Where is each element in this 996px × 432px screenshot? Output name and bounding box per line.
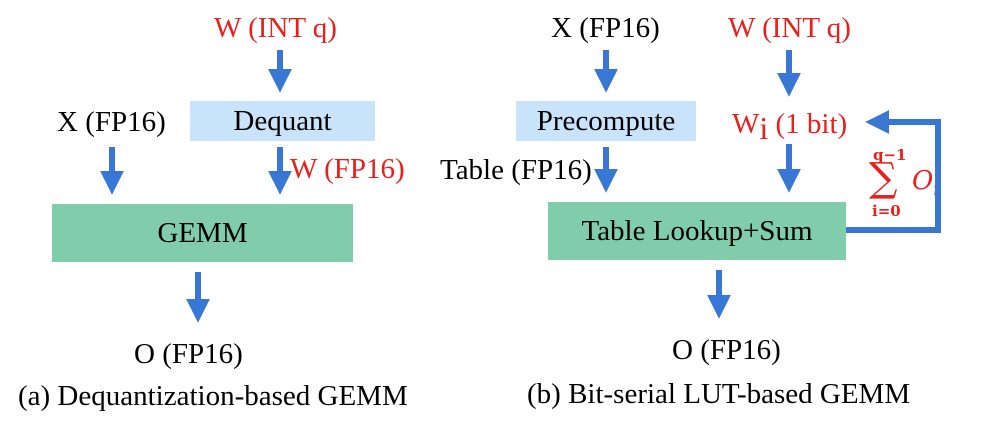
sum-upper-limit: q−1 <box>873 146 907 164</box>
summation-formula: q−1 ∑ i=0 Oi <box>868 146 948 226</box>
wi-base: W <box>732 108 760 140</box>
precompute-label: Precompute <box>536 104 676 137</box>
right-w-int-label: W (INT q) <box>728 12 851 44</box>
dequant-label: Dequant <box>233 104 332 137</box>
table-lookup-sum-label: Table Lookup+Sum <box>581 214 813 247</box>
table-fp16-label: Table (FP16) <box>440 154 592 186</box>
left-w-fp16-label: W (FP16) <box>290 153 405 185</box>
dequant-box: Dequant <box>190 101 375 141</box>
left-x-fp16-label: X (FP16) <box>57 106 166 138</box>
left-caption: (a) Dequantization-based GEMM <box>18 380 408 412</box>
wi-rest: (1 bit) <box>768 108 848 140</box>
arrow-feedback-loop <box>846 110 941 233</box>
sum-term-base: O <box>912 166 934 196</box>
right-x-fp16-label: X (FP16) <box>551 12 660 44</box>
right-o-fp16-label: O (FP16) <box>672 334 781 366</box>
gemm-label: GEMM <box>157 216 248 249</box>
sum-lower-limit: i=0 <box>872 202 901 220</box>
sum-sigma-icon: ∑ <box>869 155 898 201</box>
wi-subscript: i <box>759 110 769 146</box>
left-o-fp16-label: O (FP16) <box>134 338 243 370</box>
right-caption: (b) Bit-serial LUT-based GEMM <box>527 378 911 410</box>
left-w-int-label: W (INT q) <box>214 12 337 44</box>
gemm-box: GEMM <box>52 204 353 262</box>
precompute-box: Precompute <box>516 101 696 141</box>
table-lookup-sum-box: Table Lookup+Sum <box>548 202 846 260</box>
wi-label: Wi (1 bit) <box>732 106 848 145</box>
